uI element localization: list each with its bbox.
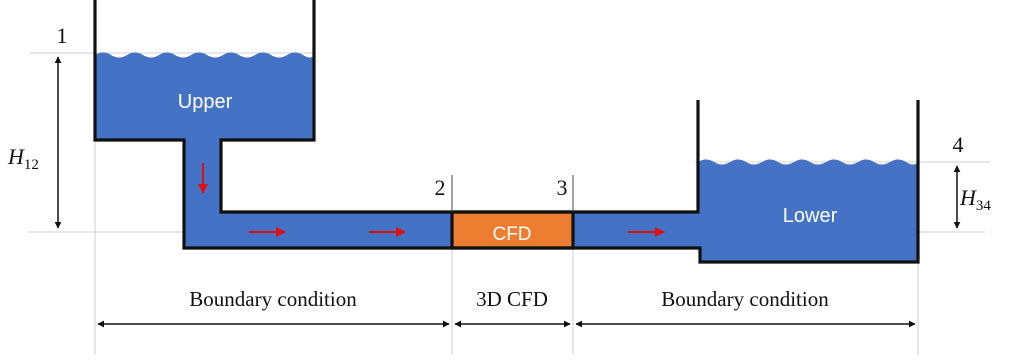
flow-arrows: [198, 163, 665, 237]
point-3-label: 3: [557, 175, 568, 200]
cfd-block: [450, 210, 575, 250]
point-2-label: 2: [435, 175, 446, 200]
h34-label: H34: [959, 185, 991, 214]
right-boundary-label: Boundary condition: [661, 287, 829, 311]
walls: [93, 0, 920, 264]
point-1-label: 1: [57, 23, 68, 48]
cfd-label: CFD: [492, 224, 531, 245]
upper-label: Upper: [178, 91, 233, 113]
left-boundary-label: Boundary condition: [189, 287, 357, 311]
lower-label: Lower: [783, 205, 838, 227]
upper-pipe-wall: [219, 0, 700, 214]
upper-reservoir-wall: [93, 0, 920, 264]
section-markers: [451, 175, 574, 212]
h12-label: H12: [7, 144, 39, 173]
point-4-label: 4: [953, 132, 964, 157]
head-dimensions: [54, 56, 961, 229]
upper-reservoir-water: [95, 52, 918, 262]
middle-region-label: 3D CFD: [476, 287, 548, 311]
water: [95, 52, 918, 262]
